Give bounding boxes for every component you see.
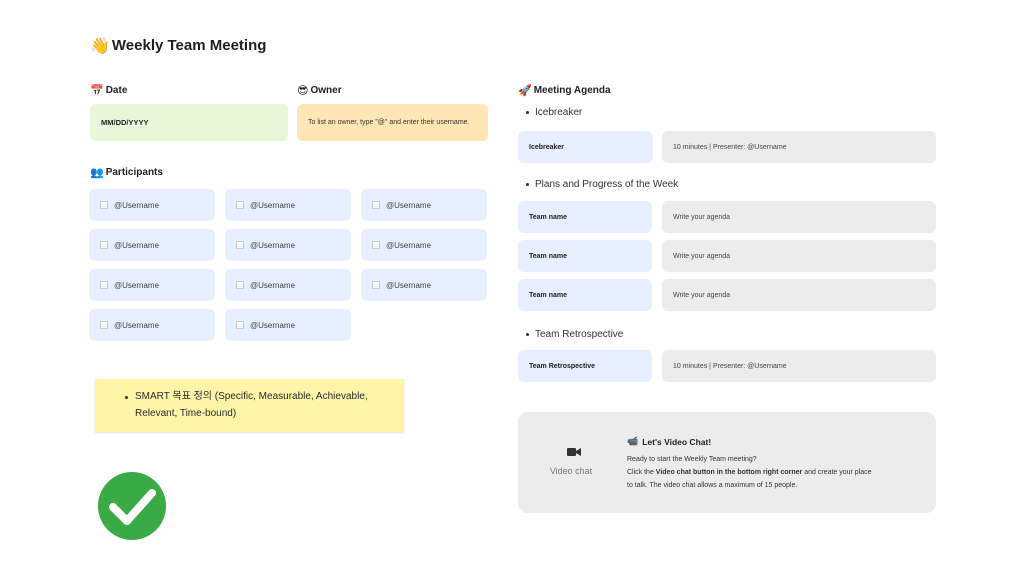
video-chat-panel [518, 412, 936, 513]
participant-username: @Username [114, 320, 160, 330]
sticky-note[interactable]: SMART 목표 정의 (Specific, Measurable, Achie… [95, 379, 404, 432]
page-title-text: Weekly Team Meeting [111, 37, 267, 54]
checkbox[interactable] [236, 201, 244, 209]
participant-card[interactable]: @Username [225, 309, 351, 341]
participant-card[interactable]: @Username [225, 269, 351, 301]
checkbox[interactable] [100, 281, 108, 289]
check-circle-icon [98, 472, 166, 540]
bullet-dot [125, 396, 128, 399]
checkbox[interactable] [100, 201, 108, 209]
participant-card[interactable]: @Username [361, 269, 487, 301]
date-field[interactable]: MM/DD/YYYY [90, 104, 288, 141]
checkbox[interactable] [372, 281, 380, 289]
participant-card[interactable]: @Username [225, 189, 351, 221]
agenda-item-name-text: Team name [529, 252, 567, 260]
participant-username: @Username [114, 280, 160, 290]
agenda-item-name[interactable]: Team name [518, 201, 652, 233]
checkbox[interactable] [236, 241, 244, 249]
agenda-section-heading: Icebreaker [526, 107, 582, 118]
owner-heading: 😎 Owner [297, 84, 342, 97]
agenda-item-detail[interactable]: Write your agenda [662, 240, 936, 272]
participant-username: @Username [386, 280, 432, 290]
participant-card[interactable]: @Username [225, 229, 351, 261]
video-chat-label[interactable]: Video chat [549, 466, 593, 476]
agenda-item-detail-text: 10 minutes | Presenter: @Username [673, 143, 787, 151]
agenda-item-detail[interactable]: 10 minutes | Presenter: @Username [662, 350, 936, 382]
video-chat-line-2-pre: Click the [627, 469, 656, 476]
people-icon: 👥 [90, 166, 104, 179]
page-title: 👋 Weekly Team Meeting [90, 36, 266, 55]
owner-field[interactable]: To list an owner, type "@" and enter the… [297, 104, 488, 141]
agenda-item-detail-text: Write your agenda [673, 213, 731, 221]
waving-hand-icon: 👋 [90, 36, 110, 55]
checkbox[interactable] [236, 321, 244, 329]
participant-username: @Username [250, 320, 296, 330]
agenda-item-detail[interactable]: 10 minutes | Presenter: @Username [662, 131, 936, 163]
calendar-icon: 📅 [90, 84, 104, 97]
bullet-dot [526, 183, 529, 186]
participant-card[interactable]: @Username [89, 309, 215, 341]
participant-card[interactable]: @Username [361, 229, 487, 261]
agenda-section-title: Icebreaker [535, 107, 583, 118]
date-heading: 📅 Date [90, 84, 127, 97]
agenda-heading: 🚀 Meeting Agenda [518, 84, 611, 97]
owner-heading-label: Owner [310, 85, 342, 96]
participant-username: @Username [114, 200, 160, 210]
agenda-section-heading: Team Retrospective [526, 329, 623, 340]
participants-heading: 👥 Participants [90, 166, 163, 179]
agenda-section-title: Team Retrospective [535, 329, 624, 340]
agenda-section-title: Plans and Progress of the Week [535, 179, 679, 190]
participant-card[interactable]: @Username [89, 189, 215, 221]
participant-username: @Username [386, 200, 432, 210]
agenda-item-detail-text: Write your agenda [673, 252, 731, 260]
agenda-item-name[interactable]: Team name [518, 240, 652, 272]
sticky-note-text: SMART 목표 정의 (Specific, Measurable, Achie… [135, 391, 368, 419]
participants-heading-label: Participants [105, 167, 163, 178]
agenda-section-heading: Plans and Progress of the Week [526, 179, 678, 190]
bullet-dot [526, 111, 529, 114]
agenda-item-name[interactable]: Team Retrospective [518, 350, 652, 382]
bullet-dot [526, 333, 529, 336]
participant-card[interactable]: @Username [89, 269, 215, 301]
sunglasses-face-icon: 😎 [297, 84, 309, 97]
video-camera-icon[interactable] [567, 447, 581, 457]
participant-username: @Username [114, 240, 160, 250]
video-chat-title: 📹 Let's Video Chat! [627, 437, 711, 447]
checkbox[interactable] [236, 281, 244, 289]
checkbox[interactable] [100, 321, 108, 329]
agenda-item-detail[interactable]: Write your agenda [662, 201, 936, 233]
agenda-item-name-text: Team Retrospective [529, 362, 596, 370]
video-chat-description: Ready to start the Weekly Team meeting? … [627, 453, 917, 492]
checkbox[interactable] [372, 201, 380, 209]
video-camera-emoji-icon: 📹 [627, 437, 639, 447]
agenda-heading-label: Meeting Agenda [533, 85, 611, 96]
participant-username: @Username [250, 280, 296, 290]
checkbox[interactable] [100, 241, 108, 249]
participant-username: @Username [250, 240, 296, 250]
video-chat-line-2-post: and create your place [802, 469, 872, 476]
participant-card[interactable]: @Username [89, 229, 215, 261]
rocket-icon: 🚀 [518, 84, 532, 97]
participant-username: @Username [250, 200, 296, 210]
agenda-item-name-text: Team name [529, 291, 567, 299]
agenda-item-detail-text: Write your agenda [673, 291, 731, 299]
agenda-item-name-text: Icebreaker [529, 143, 565, 151]
video-chat-line-2-bold: Video chat button in the bottom right co… [655, 469, 803, 476]
agenda-item-name[interactable]: Team name [518, 279, 652, 311]
date-heading-label: Date [105, 85, 128, 96]
video-chat-title-text: Let's Video Chat! [642, 437, 712, 447]
video-chat-line-1: Ready to start the Weekly Team meeting? [627, 456, 757, 463]
video-chat-line-2: Click the Video chat button in the botto… [627, 466, 917, 479]
owner-hint: To list an owner, type "@" and enter the… [308, 119, 470, 126]
agenda-item-name[interactable]: Icebreaker [518, 131, 653, 163]
video-chat-line-3: to talk. The video chat allows a maximum… [627, 482, 798, 489]
agenda-item-name-text: Team name [529, 213, 567, 221]
participant-username: @Username [386, 240, 432, 250]
agenda-item-detail[interactable]: Write your agenda [662, 279, 936, 311]
agenda-item-detail-text: 10 minutes | Presenter: @Username [673, 362, 787, 370]
date-value: MM/DD/YYYY [101, 118, 149, 127]
checkbox[interactable] [372, 241, 380, 249]
participant-card[interactable]: @Username [361, 189, 487, 221]
